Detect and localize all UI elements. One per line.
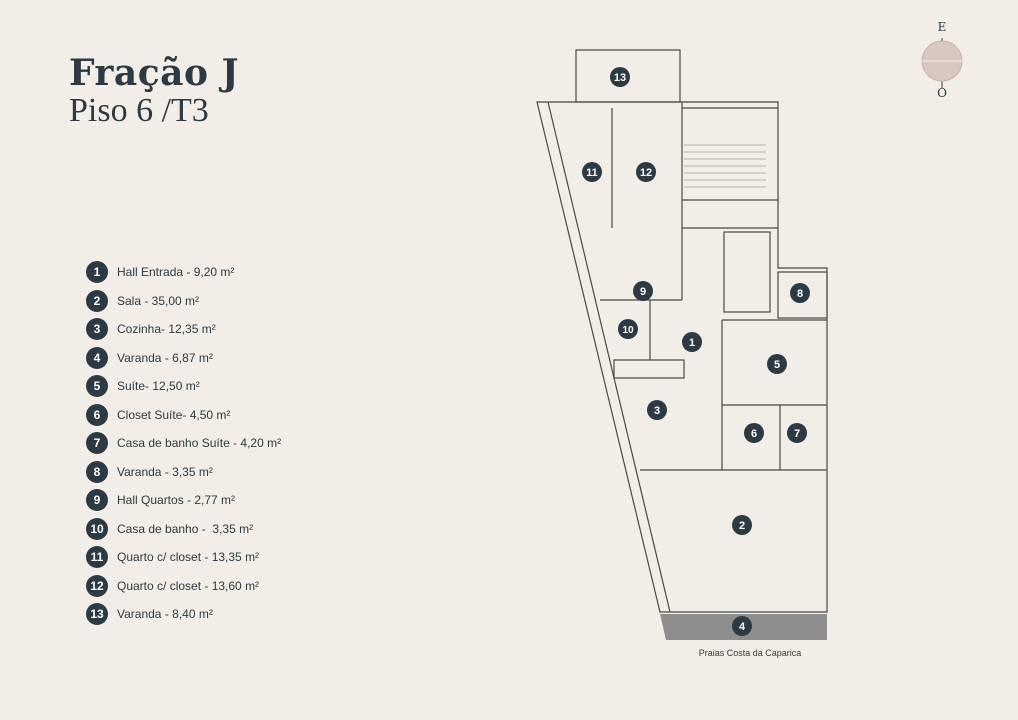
legend-item: 4 Varanda - 6,87 m² [86,344,281,373]
room-marker-label: 5 [774,359,780,371]
legend-item: 5 Suíte- 12,50 m² [86,372,281,401]
legend-badge: 10 [86,517,108,540]
room-marker: 11 [582,162,602,182]
legend-badge: 13 [86,603,108,626]
legend-item: 8 Varanda - 3,35 m² [86,458,281,487]
legend-item: 13 Varanda - 8,40 m² [86,600,281,629]
legend-badge: 3 [86,318,108,341]
compass: E O [918,20,966,100]
room-marker: 6 [744,423,764,443]
room-marker-label: 10 [622,325,634,336]
legend-label: Quarto c/ closet - 13,35 m² [117,550,260,565]
legend-item: 12 Quarto c/ closet - 13,60 m² [86,572,281,601]
room-marker-label: 11 [586,167,598,179]
legend-badge: 1 [86,261,108,284]
legend-label: Varanda - 8,40 m² [117,607,213,622]
legend-item: 6 Closet Suíte- 4,50 m² [86,401,281,430]
plan-walls [536,49,828,613]
room-marker: 5 [767,354,787,374]
plan-caption: Praias Costa da Caparica [698,648,802,658]
legend-label: Casa de banho Suíte - 4,20 m² [117,436,282,451]
page-subtitle: Piso 6 /T3 [69,92,209,129]
room-marker: 12 [636,162,656,182]
room-marker: 7 [787,423,807,443]
legend-item: 11 Quarto c/ closet - 13,35 m² [86,543,281,572]
room-marker: 13 [610,67,630,87]
legend-label: Hall Quartos - 2,77 m² [117,493,236,508]
room-marker-label: 6 [751,428,757,440]
room-legend: 1 Hall Entrada - 9,20 m² 2 Sala - 35,00 m²… [86,258,281,629]
legend-badge: 11 [86,546,108,569]
room-marker-label: 7 [794,428,800,440]
legend-item: 7 Casa de banho Suíte - 4,20 m² [86,429,281,458]
room-marker: 8 [790,283,810,303]
legend-label: Closet Suíte- 4,50 m² [117,407,231,422]
room-marker-label: 1 [689,337,695,349]
room-marker: 1 [682,332,702,352]
legend-label: Hall Entrada - 9,20 m² [117,265,235,280]
room-marker: 3 [647,400,667,420]
room-marker-label: 12 [640,167,652,179]
page-title: Fração J [69,52,240,94]
legend-badge: 4 [86,346,108,369]
compass-label-top: E [937,20,947,34]
legend-label: Varanda - 3,35 m² [117,464,213,479]
room-marker: 4 [732,616,752,636]
legend-badge: 6 [86,403,108,426]
compass-label-bottom: O [937,86,947,100]
legend-label: Suíte- 12,50 m² [117,379,200,394]
room-marker-label: 4 [739,621,746,633]
room-marker: 10 [618,319,638,339]
legend-item: 1 Hall Entrada - 9,20 m² [86,258,281,287]
legend-badge: 8 [86,460,108,483]
legend-badge: 9 [86,489,108,512]
room-marker-label: 8 [797,288,803,300]
legend-label: Cozinha- 12,35 m² [117,322,216,337]
room-marker-label: 13 [614,72,626,84]
plan-markers: 13 11 12 8 9 10 1 5 3 6 7 2 4 [582,67,810,636]
legend-label: Casa de banho - 3,35 m² [117,521,254,536]
legend-badge: 12 [86,574,108,597]
room-marker-label: 2 [739,520,745,532]
legend-item: 9 Hall Quartos - 2,77 m² [86,486,281,515]
legend-item: 10 Casa de banho - 3,35 m² [86,515,281,544]
legend-item: 2 Sala - 35,00 m² [86,287,281,316]
legend-badge: 2 [86,289,108,312]
room-marker-label: 9 [640,286,646,298]
legend-label: Quarto c/ closet - 13,60 m² [117,578,260,593]
room-marker: 9 [633,281,653,301]
room-marker-label: 3 [654,405,660,417]
legend-badge: 7 [86,432,108,455]
compass-icon [921,38,963,88]
legend-label: Varanda - 6,87 m² [117,350,213,365]
legend-item: 3 Cozinha- 12,35 m² [86,315,281,344]
room-marker: 2 [732,515,752,535]
legend-badge: 5 [86,375,108,398]
legend-label: Sala - 35,00 m² [117,293,200,308]
